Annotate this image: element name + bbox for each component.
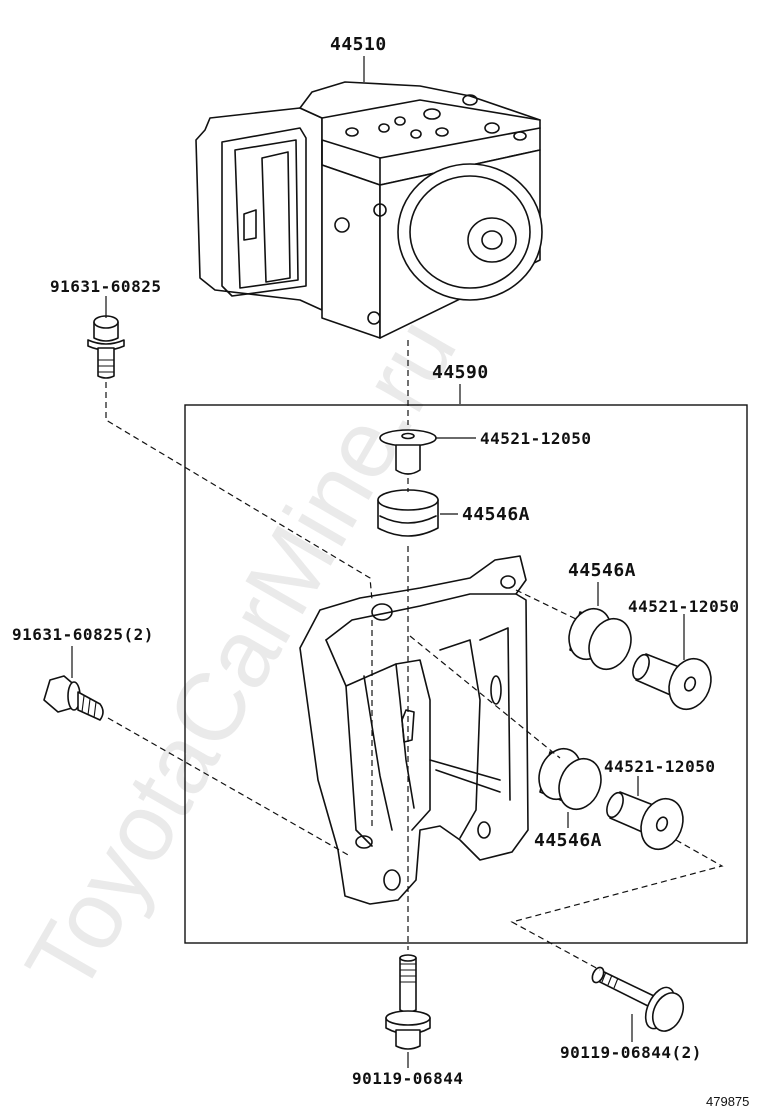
collar-right-upper[interactable] xyxy=(630,652,719,715)
label-bolt-top-left: 91631-60825 xyxy=(50,277,161,296)
label-collar-right-upper: 44521-12050 xyxy=(628,597,739,616)
cushion-right-upper[interactable] xyxy=(562,602,639,675)
cushion-top[interactable] xyxy=(377,489,439,537)
label-cushion-right-upper: 44546A xyxy=(568,560,636,581)
abs-bracket[interactable] xyxy=(299,555,529,905)
assembly-lines xyxy=(105,340,724,971)
label-bolt-left: 91631-60825(2) xyxy=(12,625,154,644)
collar-top[interactable] xyxy=(379,429,437,475)
label-cushion-top: 44546A xyxy=(462,504,530,525)
bolt-top-left[interactable] xyxy=(87,315,125,379)
label-collar-top: 44521-12050 xyxy=(480,429,591,448)
label-bracket-set: 44590 xyxy=(432,362,489,383)
label-cushion-right-lower: 44546A xyxy=(534,830,602,851)
bolt-bottom-right[interactable] xyxy=(590,966,689,1036)
bracket-set-box xyxy=(184,404,748,944)
figure-number: 479875 xyxy=(706,1094,749,1109)
cushion-right-lower[interactable] xyxy=(532,742,609,815)
label-actuator: 44510 xyxy=(330,34,387,55)
label-bolt-bottom: 90119-06844 xyxy=(352,1069,463,1088)
label-collar-right-lower: 44521-12050 xyxy=(604,757,715,776)
leader-lines xyxy=(71,56,685,1068)
label-bolt-bottom-right: 90119-06844(2) xyxy=(560,1043,702,1062)
bolt-bottom[interactable] xyxy=(385,954,431,1050)
collar-right-lower[interactable] xyxy=(604,790,691,855)
bolt-left[interactable] xyxy=(43,675,104,721)
abs-actuator[interactable] xyxy=(195,81,543,339)
